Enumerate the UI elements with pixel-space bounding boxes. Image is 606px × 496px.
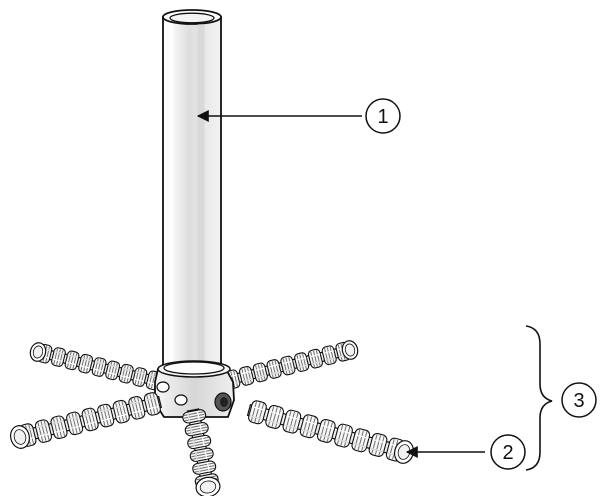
lateral-ring <box>248 400 268 425</box>
lateral-right <box>246 399 416 466</box>
lateral-ring <box>91 357 106 377</box>
lateral-ring <box>252 362 268 382</box>
lateral-ring <box>351 428 371 453</box>
lateral-ring <box>294 352 310 372</box>
callout-2-label: 2 <box>502 442 513 464</box>
callout-2: 2 <box>407 435 525 469</box>
lateral-front <box>181 408 221 496</box>
lateral-ring <box>132 367 147 387</box>
lateral-ring <box>192 460 217 475</box>
lateral-ring <box>308 349 324 369</box>
lateral-ring <box>282 409 302 434</box>
lateral-ring <box>187 434 212 449</box>
lateral-upper-right <box>224 339 360 390</box>
callout-1-label: 1 <box>377 106 388 128</box>
bracket-callout-3: 3 <box>526 326 596 470</box>
center-pipe <box>163 10 221 367</box>
lateral-ring <box>334 423 354 448</box>
lateral-ring <box>81 407 99 432</box>
lateral-ring <box>184 422 209 437</box>
lateral-ring <box>50 415 68 440</box>
lateral-ring <box>299 414 319 439</box>
lateral-ring <box>189 447 214 462</box>
lateral-ring <box>265 404 285 429</box>
lateral-ring <box>266 359 282 379</box>
hub <box>155 361 234 417</box>
lateral-ring <box>112 399 130 424</box>
lateral-upper-left <box>28 341 162 391</box>
lateral-ring <box>128 396 146 421</box>
lateral-ring <box>34 419 52 444</box>
lateral-ring <box>97 403 115 428</box>
lateral-ring <box>368 432 388 457</box>
lateral-ring <box>239 366 255 386</box>
lateral-ring <box>78 354 93 374</box>
lateral-ring <box>66 411 84 436</box>
callout-1: 1 <box>198 99 400 133</box>
lateral-ring <box>119 364 134 384</box>
lateral-ring <box>105 360 120 380</box>
lateral-ring <box>321 345 337 365</box>
lateral-ring <box>316 418 336 443</box>
lateral-left <box>8 391 163 450</box>
lateral-ring <box>64 350 79 370</box>
lateral-ring <box>51 347 66 367</box>
lateral-ring <box>280 355 296 375</box>
callout-3-label: 3 <box>573 390 584 412</box>
